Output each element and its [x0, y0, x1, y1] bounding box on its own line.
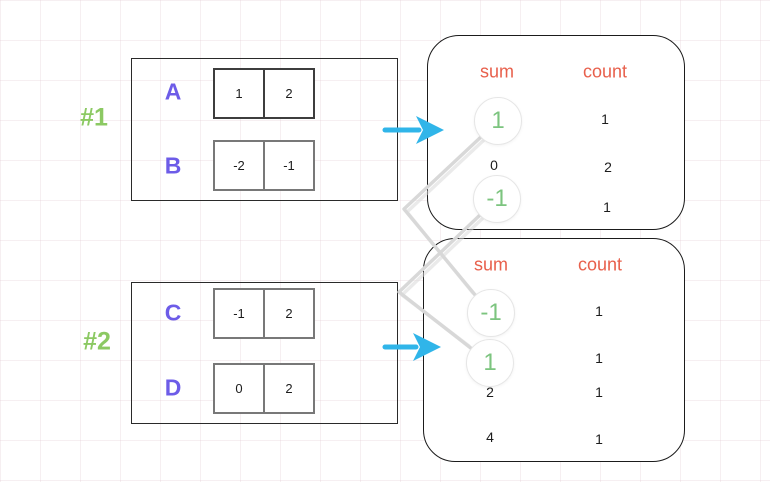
array-d-cell-0: 0	[213, 363, 265, 414]
table-1-row-1-sum: 0	[490, 157, 498, 173]
array-b-cell-0-value: -2	[233, 158, 245, 173]
table-2-count-header: count	[577, 254, 623, 275]
array-c-label: C	[164, 299, 182, 326]
array-a-label: A	[164, 78, 182, 105]
array-a-cell-0: 1	[213, 68, 265, 119]
array-d-label: D	[164, 374, 182, 401]
table-2-row-3-sum: 4	[486, 429, 494, 445]
array-d-cell-0-value: 0	[235, 381, 243, 396]
table-1-sum-circle-1: 1	[474, 97, 522, 145]
table-2-row-1-sum: 1	[483, 349, 497, 376]
array-a-cell-1: 2	[263, 68, 315, 119]
array-a-cell-1-value: 2	[285, 86, 293, 101]
result-table-2	[423, 238, 685, 462]
array-d-cell-1: 2	[263, 363, 315, 414]
table-1-sum-circle-neg1: -1	[473, 175, 521, 223]
array-b-cell-1-value: -1	[283, 158, 295, 173]
table-2-row-0-count: 1	[595, 303, 603, 319]
array-c-cell-0: -1	[213, 288, 265, 339]
table-2-row-0-sum: -1	[480, 299, 502, 326]
table-2-sum-circle-1: 1	[466, 339, 514, 387]
table-2-sum-circle-neg1: -1	[467, 289, 515, 337]
table-1-row-2-sum: -1	[486, 185, 508, 212]
table-1-row-0-sum: 1	[491, 107, 505, 134]
table-1-row-2-count: 1	[603, 199, 611, 215]
result-table-1	[427, 35, 685, 230]
table-2-sum-header: sum	[473, 254, 509, 275]
array-c-cell-0-value: -1	[233, 306, 245, 321]
table-2-row-1-count: 1	[595, 350, 603, 366]
table-1-sum-header: sum	[479, 61, 515, 82]
array-b-label: B	[164, 152, 182, 179]
array-b-cell-1: -1	[263, 140, 315, 191]
group-2-tag: #2	[83, 327, 111, 356]
group-1-tag: #1	[80, 103, 108, 132]
table-2-row-2-count: 1	[595, 384, 603, 400]
table-1-row-0-count: 1	[601, 111, 609, 127]
table-2-row-2-sum: 2	[486, 384, 494, 400]
array-d-cell-1-value: 2	[285, 381, 293, 396]
table-1-count-header: count	[582, 61, 628, 82]
array-a-cell-0-value: 1	[235, 86, 243, 101]
table-1-row-1-count: 2	[604, 159, 612, 175]
array-c-cell-1: 2	[263, 288, 315, 339]
table-2-row-3-count: 1	[595, 431, 603, 447]
group-2-box	[131, 282, 398, 424]
array-c-cell-1-value: 2	[285, 306, 293, 321]
array-b-cell-0: -2	[213, 140, 265, 191]
